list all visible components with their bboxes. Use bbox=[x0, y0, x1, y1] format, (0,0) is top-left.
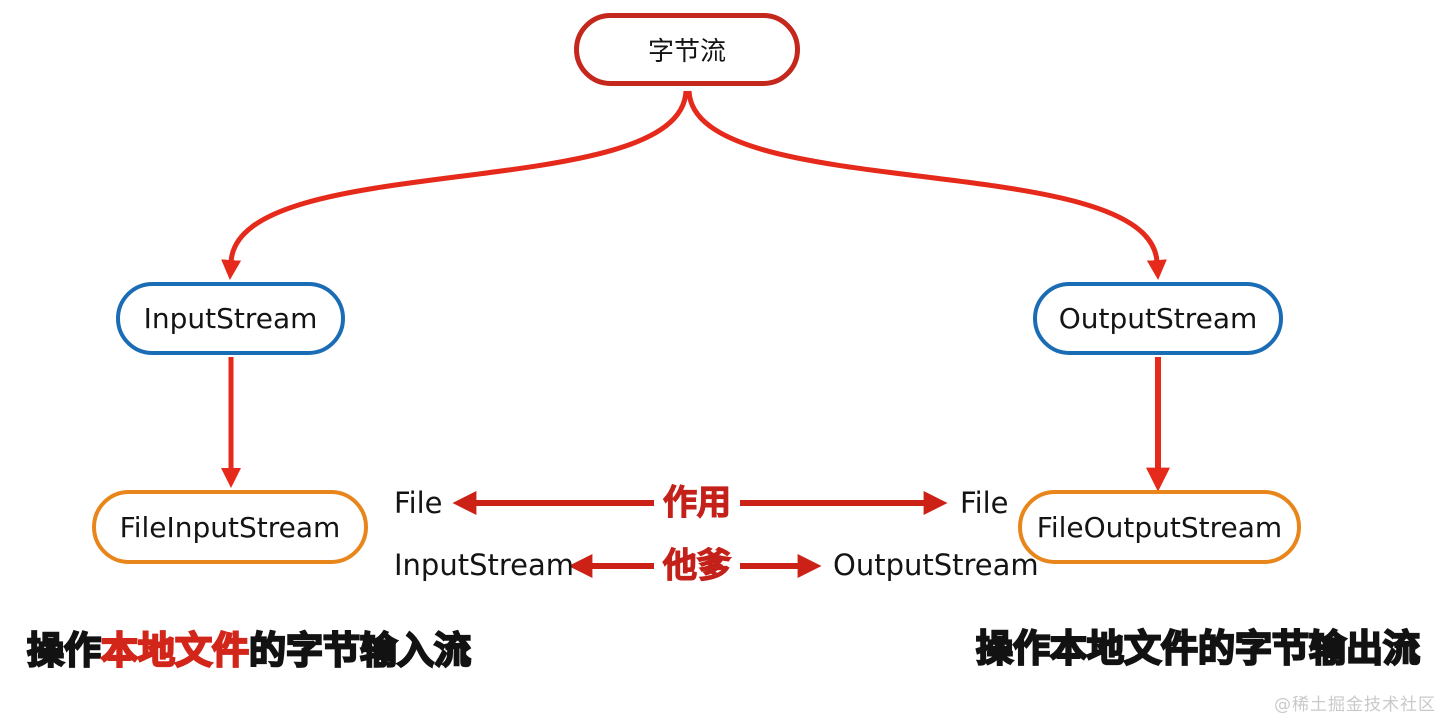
node-fileoutputstream: FileOutputStream bbox=[1018, 490, 1301, 564]
relation-row1-left-label: File bbox=[394, 486, 443, 520]
node-fileinputstream-label: FileInputStream bbox=[119, 510, 341, 544]
relation-row1-tag: 作用 bbox=[662, 483, 731, 523]
arrow-root-to-inputstream bbox=[221, 90, 689, 280]
caption-input-prefix: 操作 bbox=[26, 628, 102, 673]
relation-row1-right-label: File bbox=[960, 486, 1009, 520]
node-inputstream-label: InputStream bbox=[143, 302, 318, 335]
node-byte-stream-label: 字节流 bbox=[647, 37, 726, 67]
caption-output-stream: 操作本地文件的字节输出流 bbox=[975, 626, 1421, 671]
relation-row2-tag: 他爹 bbox=[662, 546, 731, 586]
caption-input-stream: 操作本地文件的字节输入流 bbox=[26, 628, 472, 673]
arrow-root-to-outputstream bbox=[686, 90, 1167, 280]
caption-input-highlight: 本地文件 bbox=[100, 628, 250, 673]
node-outputstream: OutputStream bbox=[1033, 282, 1283, 355]
relation-row2-left-label: InputStream bbox=[394, 548, 575, 582]
node-outputstream-label: OutputStream bbox=[1058, 302, 1258, 335]
caption-output-text: 操作本地文件的字节输出流 bbox=[975, 626, 1421, 671]
relation-row2-right-label: OutputStream bbox=[833, 548, 1039, 582]
node-byte-stream: 字节流 bbox=[574, 13, 800, 86]
caption-input-suffix: 的字节输入流 bbox=[248, 628, 472, 673]
node-inputstream: InputStream bbox=[116, 282, 345, 355]
node-fileoutputstream-label: FileOutputStream bbox=[1036, 510, 1283, 544]
node-fileinputstream: FileInputStream bbox=[92, 490, 368, 564]
watermark-juejin: @稀土掘金技术社区 bbox=[1274, 695, 1436, 715]
